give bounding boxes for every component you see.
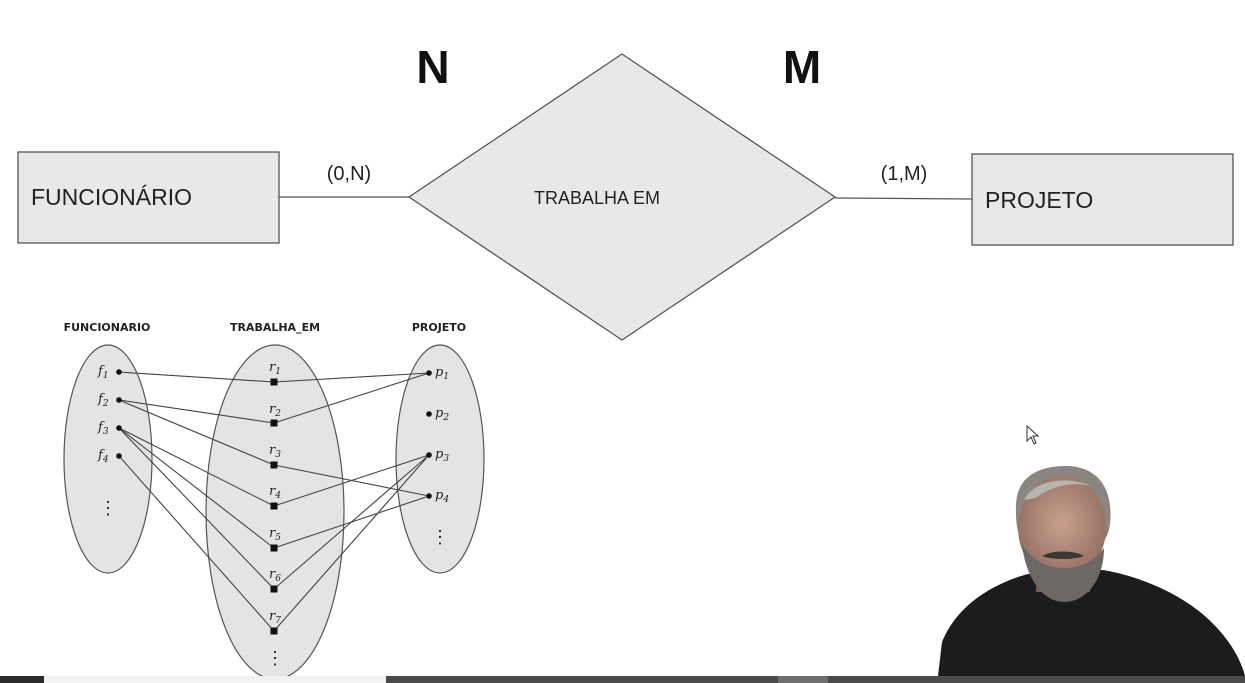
label-p2: p2 (435, 406, 449, 423)
point-f2 (116, 397, 122, 403)
label-p3: p3 (435, 447, 449, 464)
link-f2-r3 (118, 399, 275, 466)
point-r6 (270, 585, 278, 593)
right-connector-line (834, 197, 973, 200)
set-title-trabalha-em: TRABALHA_EM (230, 321, 320, 334)
point-f4 (116, 453, 122, 459)
link-f3-r6 (118, 427, 275, 590)
set-ellipse-projeto (395, 344, 485, 574)
ellipsis-funcionario: ⋮ (99, 498, 117, 519)
ratio-right-m: M (783, 41, 821, 93)
link-r2-p1 (273, 372, 430, 424)
relationship-links (118, 371, 430, 632)
label-r4: r4 (269, 484, 281, 501)
link-f2-r2 (118, 399, 275, 424)
entity-projeto-box (971, 153, 1234, 246)
label-f1: f1 (97, 364, 109, 381)
label-p4: p4 (435, 488, 449, 505)
cardinality-left: (0,N) (327, 163, 371, 185)
element-points (116, 369, 432, 635)
label-f3: f3 (97, 420, 109, 437)
link-f4-r7 (118, 455, 275, 632)
entity-funcionario-label: FUNCIONÁRIO (31, 184, 192, 210)
point-r4 (270, 502, 278, 510)
video-buffered-chunk (778, 676, 828, 683)
label-r5: r5 (269, 526, 281, 543)
set-title-funcionario: FUNCIONARIO (64, 321, 151, 334)
video-played-fill (0, 676, 44, 683)
point-r3 (270, 461, 278, 469)
point-f3 (116, 425, 122, 431)
point-r1 (270, 378, 278, 386)
relationship-diamond (407, 53, 837, 341)
link-r4-p3 (273, 454, 430, 507)
point-p1 (426, 370, 432, 376)
relationship-label: TRABALHA EM (534, 188, 660, 208)
point-r2 (270, 419, 278, 427)
label-f2: f2 (97, 392, 109, 409)
set-title-projeto: PROJETO (412, 321, 466, 334)
entity-projeto-label: PROJETO (985, 187, 1093, 213)
video-buffered-region (44, 676, 386, 683)
mouse-cursor-icon (1026, 425, 1040, 445)
link-f3-r5 (118, 427, 275, 549)
point-r7 (270, 627, 278, 635)
point-r5 (270, 544, 278, 552)
point-p4 (426, 493, 432, 499)
label-r3: r3 (269, 443, 281, 460)
link-r1-p1 (273, 372, 430, 383)
video-progress-bar[interactable] (0, 676, 1245, 683)
label-p1: p1 (435, 365, 449, 382)
link-f1-r1 (118, 371, 275, 383)
label-f4: f4 (97, 448, 109, 465)
label-r6: r6 (269, 567, 281, 584)
label-r1: r1 (269, 360, 281, 377)
label-r2: r2 (269, 402, 281, 419)
cardinality-right: (1,M) (881, 163, 928, 185)
link-r7-p3 (273, 454, 430, 632)
link-r6-p3 (273, 454, 430, 590)
presenter-webcam (938, 452, 1245, 676)
link-f3-r4 (118, 427, 275, 507)
point-p2 (426, 411, 432, 417)
entity-funcionario-box (17, 151, 280, 244)
point-f1 (116, 369, 122, 375)
presenter-silhouette (938, 466, 1245, 676)
ellipsis-projeto: ⋮ (431, 527, 449, 548)
ellipsis-trabalha-em: ⋮ (266, 648, 284, 669)
ratio-left-n: N (416, 41, 449, 93)
point-p3 (426, 452, 432, 458)
label-r7: r7 (269, 609, 281, 626)
